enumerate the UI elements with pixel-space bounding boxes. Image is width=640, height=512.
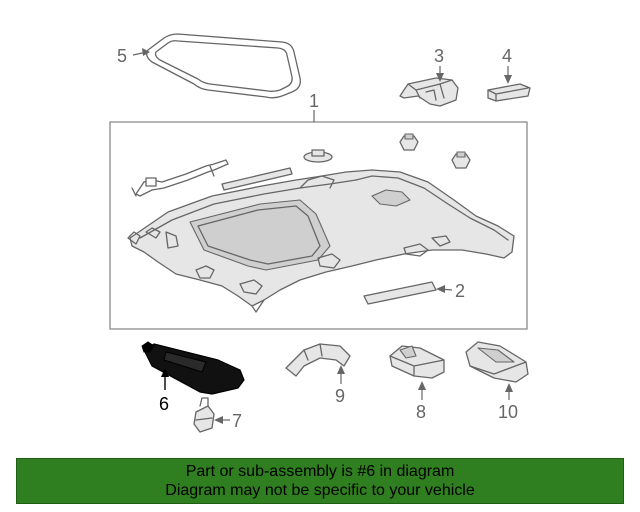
part-1-wire-harness[interactable] xyxy=(131,159,229,197)
callout-arrow-6 xyxy=(161,368,169,390)
part-1-clip-a[interactable] xyxy=(303,149,333,163)
callout-label-2: 2 xyxy=(455,281,465,301)
callout-arrow-8 xyxy=(418,381,426,400)
part-4-clip[interactable] xyxy=(487,83,531,102)
banner-line-2: Diagram may not be specific to your vehi… xyxy=(165,482,475,499)
part-1-headliner[interactable] xyxy=(127,169,515,313)
part-10-map-lamp[interactable] xyxy=(465,341,529,383)
part-8-lamp[interactable] xyxy=(389,345,445,379)
part-6-sun-visor[interactable] xyxy=(141,341,245,395)
callout-arrow-5 xyxy=(132,48,150,56)
callout-arrow-3 xyxy=(436,66,444,82)
parts-diagram: 5 3 4 1 2 6 7 9 8 10 xyxy=(109,33,531,433)
callout-arrow-7 xyxy=(214,416,230,424)
part-9-assist-grip[interactable] xyxy=(285,343,351,377)
part-1-molding-upper[interactable] xyxy=(221,167,293,191)
part-1-clip-c[interactable] xyxy=(451,151,471,169)
callout-label-4: 4 xyxy=(502,46,512,66)
callout-label-3: 3 xyxy=(434,46,444,66)
part-2-trim-strip[interactable] xyxy=(363,281,437,305)
callout-label-6: 6 xyxy=(159,394,169,414)
part-7-visor-holder[interactable] xyxy=(193,397,215,433)
info-banner: Part or sub-assembly is #6 in diagram Di… xyxy=(16,458,624,504)
part-1-headliner-box xyxy=(109,121,528,330)
callout-arrow-9 xyxy=(337,365,345,384)
callout-label-7: 7 xyxy=(232,411,242,431)
callout-label-8: 8 xyxy=(416,402,426,422)
callout-arrow-4 xyxy=(504,66,512,84)
callout-arrow-2 xyxy=(436,285,453,293)
part-3-bracket[interactable] xyxy=(399,77,459,107)
banner-line-1: Part or sub-assembly is #6 in diagram xyxy=(185,463,455,480)
callout-label-5: 5 xyxy=(117,46,127,66)
part-5-sunroof-seal[interactable] xyxy=(146,33,301,99)
part-1-clip-b[interactable] xyxy=(399,133,419,151)
callout-arrow-10 xyxy=(505,383,513,400)
callout-label-1: 1 xyxy=(309,91,319,111)
callout-label-9: 9 xyxy=(335,386,345,406)
callout-label-10: 10 xyxy=(498,402,518,422)
